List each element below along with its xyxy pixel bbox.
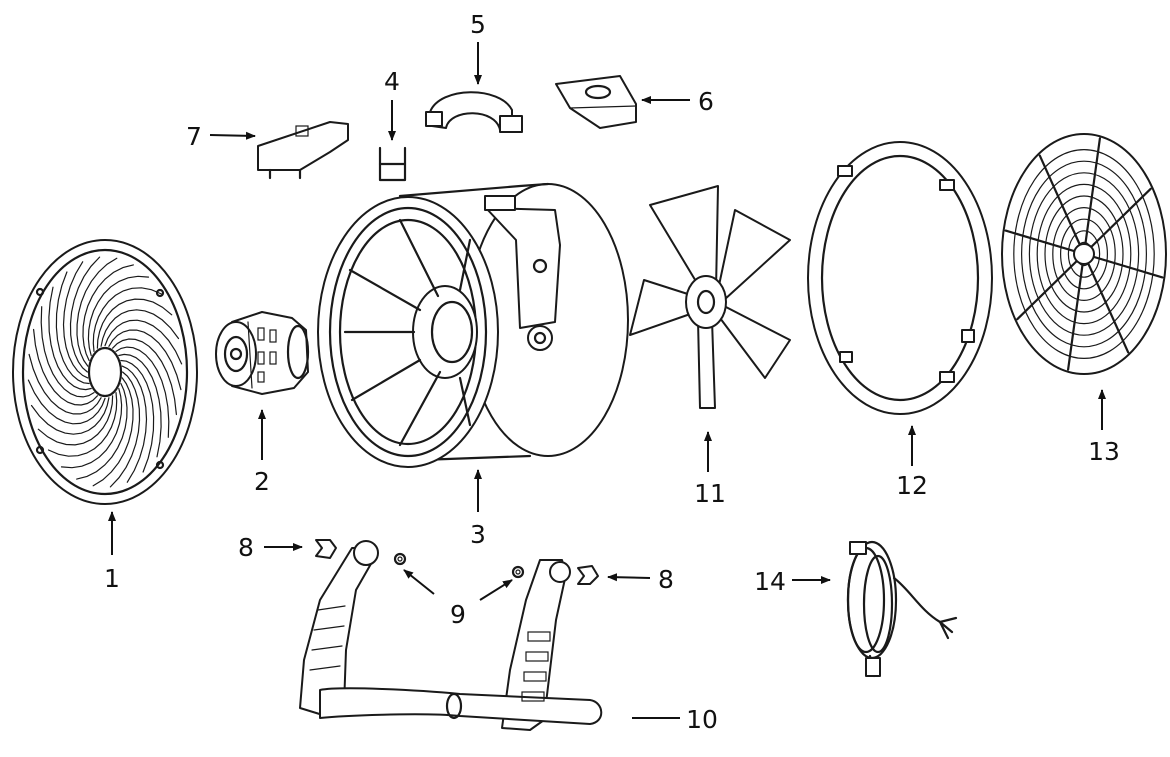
guard-ring — [1059, 218, 1108, 290]
label-part-14: 14 — [754, 567, 786, 596]
guard-ring — [1052, 207, 1116, 302]
grille-vane — [109, 371, 141, 488]
leader-arrows — [108, 42, 1106, 719]
grille-vane — [100, 309, 180, 347]
guard-ring — [1036, 183, 1132, 325]
guard-spoke — [1082, 137, 1102, 256]
grille-vane — [120, 359, 155, 473]
label-part-4: 4 — [384, 67, 400, 96]
drum-housing — [317, 182, 629, 468]
guard-ring — [1067, 230, 1101, 278]
grille-vane — [92, 377, 134, 487]
grille-vane — [104, 319, 183, 365]
motor — [215, 311, 310, 395]
knob-right — [577, 565, 599, 585]
front-grille — [12, 239, 198, 505]
label-part-1: 1 — [104, 564, 120, 593]
grille-vane — [87, 275, 150, 357]
grille-vane — [62, 261, 89, 379]
grille-vane — [37, 395, 114, 446]
label-part-5: 5 — [470, 10, 486, 39]
guard-spoke — [1004, 229, 1086, 256]
grille-vane — [115, 346, 170, 438]
label-part-7: 7 — [186, 122, 202, 151]
washers — [393, 552, 525, 579]
grille-vane — [28, 353, 102, 415]
label-part-13: 13 — [1088, 437, 1120, 466]
guard-spoke — [1038, 154, 1086, 256]
grille-vane — [60, 387, 123, 469]
grille-vane — [96, 298, 173, 349]
grille-vane — [118, 353, 162, 458]
label-part-8-right: 8 — [658, 565, 674, 594]
label-part-2: 2 — [254, 467, 270, 496]
grille-vane — [48, 286, 92, 391]
wire-guard — [1001, 133, 1167, 375]
grille-vane — [82, 264, 134, 362]
grille-vane — [121, 365, 148, 483]
switch-unit — [555, 75, 637, 129]
grille-vane — [108, 329, 182, 391]
label-part-12: 12 — [896, 471, 928, 500]
guard-ring — [1044, 195, 1124, 313]
guard-ring — [1013, 149, 1155, 360]
switch-bracket — [378, 146, 407, 182]
guard-hub — [1073, 243, 1095, 265]
grille-vane — [92, 287, 163, 352]
guard-spoke — [1082, 252, 1130, 354]
grille-vane — [112, 338, 177, 416]
guard-ring — [1028, 172, 1140, 336]
grille-vane — [30, 397, 110, 435]
label-part-9: 9 — [450, 600, 466, 629]
label-part-3: 3 — [470, 520, 486, 549]
label-part-10: 10 — [686, 705, 718, 734]
cable-cover — [425, 91, 523, 133]
stand — [299, 540, 603, 731]
grille-vane — [55, 271, 90, 385]
guard-spoke — [1066, 252, 1086, 371]
handle-cover — [257, 121, 349, 180]
label-part-11: 11 — [694, 479, 726, 508]
power-cord — [846, 540, 958, 678]
guard-spoke — [1016, 252, 1086, 321]
label-part-6: 6 — [698, 87, 714, 116]
front-ring — [807, 141, 993, 415]
grille-vane — [76, 382, 128, 480]
guard-ring — [1020, 160, 1147, 348]
label-part-8-left: 8 — [238, 533, 254, 562]
grille-vane — [27, 379, 106, 425]
grille-vane — [47, 392, 118, 457]
fan-blade — [629, 185, 791, 409]
knob-left — [315, 539, 337, 559]
grille-vane — [33, 328, 98, 406]
grille-vane — [69, 256, 101, 373]
guard-spoke — [1082, 252, 1164, 279]
grille-vane — [76, 257, 118, 367]
guard-spoke — [1082, 187, 1152, 256]
grille-vane — [40, 306, 95, 398]
